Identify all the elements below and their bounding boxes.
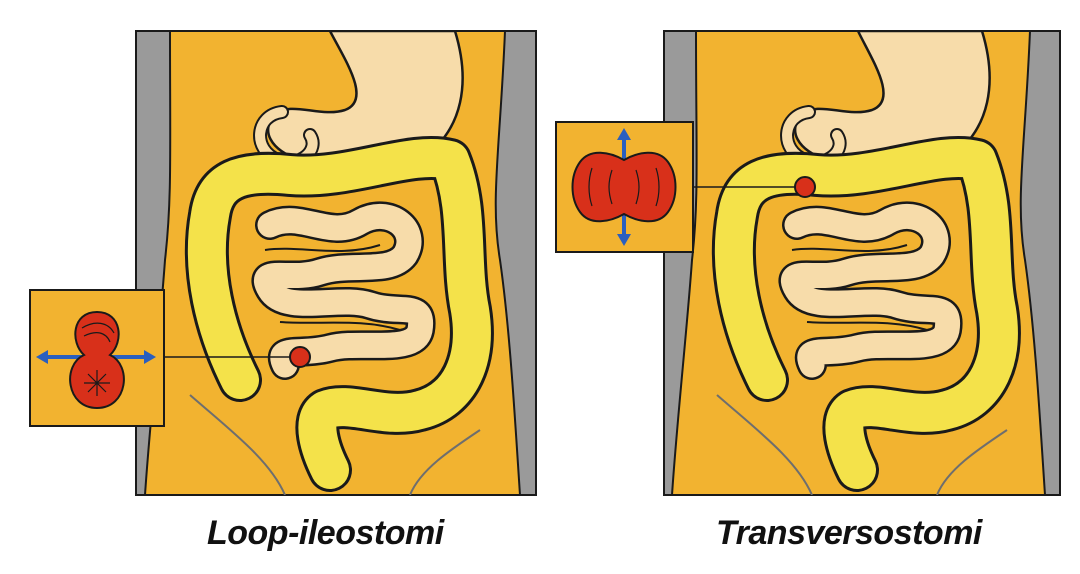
left-panel (29, 30, 537, 496)
small-intestine (251, 201, 436, 380)
right-panel (555, 30, 1061, 496)
stoma-marker-icon (289, 346, 311, 368)
caption-loop-ileostomy: Loop-ileostomi (207, 514, 444, 552)
loop-ileostomy-inset (29, 289, 165, 427)
colon (184, 135, 494, 492)
caption-transversostomy: Transversostomi (716, 514, 982, 552)
colon (711, 135, 1021, 492)
small-intestine (778, 201, 963, 380)
loop-stoma-icon (69, 310, 125, 410)
loop-stoma-icon (571, 151, 677, 223)
transversostomy-inset (555, 121, 694, 253)
stoma-marker-icon (794, 176, 816, 198)
